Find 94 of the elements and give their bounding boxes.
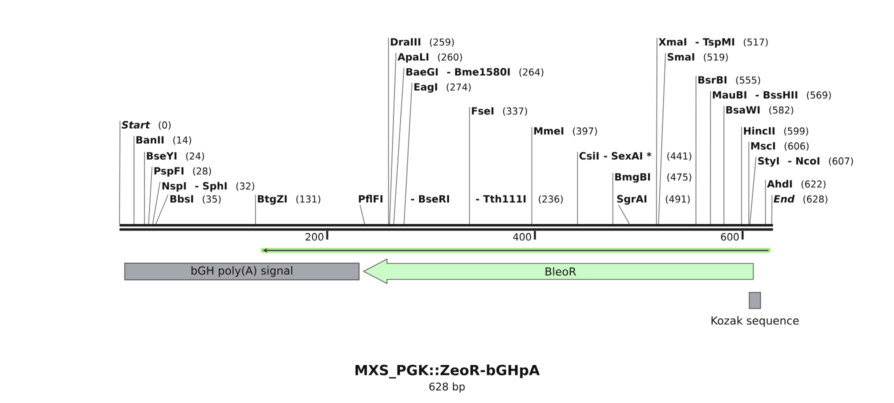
site-name: Start [122, 121, 150, 129]
position-number: (517) [744, 38, 768, 47]
site-name: XmaI [658, 38, 686, 46]
leader-line [393, 68, 404, 224]
leader-line [771, 194, 772, 224]
site-name: - Tth111I [476, 194, 526, 202]
position-number: (32) [236, 182, 254, 191]
leader-line [404, 82, 412, 224]
site-name: SmaI [668, 53, 694, 61]
position-number: (131) [296, 195, 320, 204]
position-number: (260) [438, 53, 462, 62]
site-name: BmgBI [615, 173, 650, 183]
position-number: (441) [667, 152, 692, 161]
site-name: DraIII [390, 38, 420, 46]
map-title: MXS_PGK::ZeoR-bGHpA [356, 364, 540, 378]
site-name: AhdI [767, 180, 792, 188]
position-number: (236) [538, 195, 563, 204]
site-name: MscI [751, 142, 775, 150]
leader-line [388, 38, 389, 224]
position-number: (607) [829, 157, 853, 166]
position-number: (555) [736, 76, 760, 85]
leader-line [577, 152, 578, 224]
leader-line [389, 52, 396, 224]
site-name: MmeI [534, 127, 564, 135]
sequence-line [120, 224, 773, 231]
feature-label: Kozak sequence [712, 316, 799, 327]
position-number: (28) [193, 167, 211, 176]
position-number: (397) [573, 127, 597, 136]
position-number: (475) [667, 173, 692, 182]
leader-line [152, 182, 160, 224]
site-name: BsrBI [698, 76, 726, 84]
site-name: - SphI [195, 182, 227, 192]
site-name: PspFI [154, 167, 184, 177]
site-name: BsaWI [726, 106, 760, 114]
leader-line [360, 204, 365, 224]
position-number: (519) [704, 53, 728, 62]
leader-line [710, 90, 711, 224]
site-name: - Bme1580I [447, 68, 510, 76]
position-number: (599) [784, 127, 808, 136]
site-name: BseYI [146, 152, 176, 160]
position-number: (264) [519, 68, 544, 77]
position-number: (491) [666, 195, 690, 204]
position-number: (35) [202, 195, 221, 204]
position-number: (628) [803, 195, 828, 204]
site-name: SgrAI [617, 195, 646, 205]
position-number: (0) [158, 121, 171, 130]
tick-label: 600 [721, 233, 739, 241]
site-name: BaeGI [406, 68, 438, 76]
leader-line [119, 120, 120, 224]
leader-line [765, 180, 766, 224]
leader-line [618, 204, 630, 224]
leader-line [748, 142, 750, 224]
sequence-length: 628 bp [429, 382, 465, 393]
site-name: - BseRI [411, 195, 449, 203]
position-number: (606) [784, 142, 809, 151]
site-name: FseI [472, 107, 494, 115]
leader-line [144, 152, 145, 224]
position-number: (622) [802, 180, 826, 189]
leader-line [656, 38, 658, 224]
site-name: BtgZI [258, 195, 287, 205]
tick-label: 400 [513, 233, 532, 241]
position-number: (582) [769, 106, 794, 115]
position-number: (569) [806, 91, 831, 100]
position-number: (14) [173, 136, 192, 145]
site-name: BanII [136, 136, 164, 144]
site-name: HincII [744, 126, 774, 135]
leader-line [741, 126, 742, 224]
site-name: MauBI [712, 91, 746, 99]
position-number: (259) [430, 38, 454, 47]
site-name: NspI [162, 182, 186, 192]
site-name: CsiI [580, 152, 599, 160]
leader-line [469, 106, 470, 224]
site-name: - BssHII [756, 91, 798, 99]
tick-label: 200 [306, 233, 324, 241]
leader-line [658, 52, 666, 224]
leader-line [155, 194, 168, 224]
site-name: EagI [414, 83, 438, 93]
position-number: (274) [446, 83, 471, 92]
leader-line [750, 156, 756, 224]
leader-line [148, 166, 152, 224]
site-name: ApaLI [398, 53, 428, 63]
leader-line [612, 172, 614, 224]
leader-line [255, 194, 256, 224]
site-name: StyI [758, 157, 779, 167]
leader-line [531, 126, 532, 224]
site-name: - TspMI [696, 38, 734, 48]
site-name: - SexAI * [604, 152, 652, 160]
site-name: - NcoI [788, 157, 820, 165]
position-number: (337) [503, 107, 527, 116]
position-number: (24) [186, 152, 204, 161]
site-name: BbsI [170, 194, 194, 203]
feature-box: bGH poly(A) signal [124, 262, 360, 280]
site-name: End [774, 194, 795, 203]
site-name: PflFI [358, 194, 382, 202]
